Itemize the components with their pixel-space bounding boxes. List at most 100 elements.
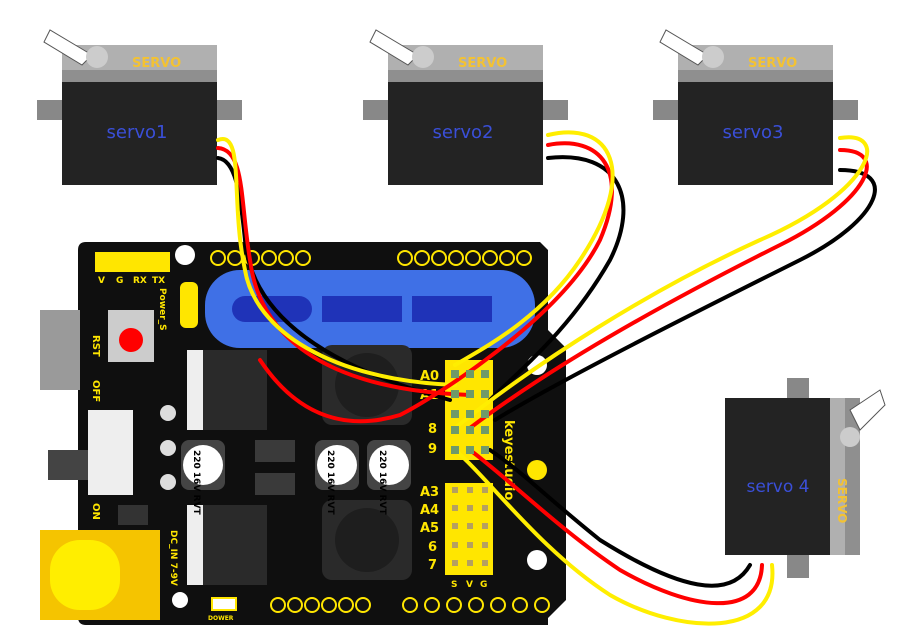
ladybug-logo-icon xyxy=(527,460,547,480)
pin xyxy=(467,542,473,548)
servo2-power-wire xyxy=(258,141,614,424)
pin-label-6: 6 xyxy=(428,540,437,555)
servo2-signal-wire xyxy=(453,130,615,367)
pin xyxy=(466,410,474,418)
header-hole xyxy=(304,597,320,613)
header-hole xyxy=(446,597,462,613)
header-hole xyxy=(278,250,294,266)
label-power-led: DOWER xyxy=(208,615,234,622)
label-tx: TX xyxy=(152,276,165,286)
header-hole xyxy=(261,250,277,266)
servo-brand: SERVO xyxy=(458,56,507,71)
col-label-g: G xyxy=(480,580,487,590)
label-off: OFF xyxy=(90,380,101,402)
pin xyxy=(481,426,489,434)
pin xyxy=(482,487,488,493)
header-hole xyxy=(490,597,506,613)
servo4-power-wire xyxy=(468,448,764,606)
pin xyxy=(482,505,488,511)
pin xyxy=(481,370,489,378)
header-hole xyxy=(270,597,286,613)
pin-label-7: 7 xyxy=(428,558,437,573)
header-hole xyxy=(424,597,440,613)
label-dc-in: DC_IN 7-9V xyxy=(168,530,178,586)
pin xyxy=(451,390,459,398)
header-hole xyxy=(210,250,226,266)
pin xyxy=(467,505,473,511)
servo-4-brand: SERVO xyxy=(835,478,849,523)
pin xyxy=(481,410,489,418)
label-rx: RX xyxy=(133,276,147,286)
servo4-signal-wire xyxy=(453,448,775,626)
pin-label-a5: A5 xyxy=(420,521,439,536)
header-hole xyxy=(227,250,243,266)
pin xyxy=(467,487,473,493)
pin xyxy=(481,390,489,398)
servo3-ground-wire xyxy=(493,168,877,422)
pin xyxy=(466,370,474,378)
pin xyxy=(467,560,473,566)
header-hole xyxy=(431,250,447,266)
power-select-header xyxy=(180,282,198,328)
pin xyxy=(482,523,488,529)
header-hole xyxy=(468,597,484,613)
svg-text:220 16V RVT: 220 16V RVT xyxy=(191,450,201,515)
pin-label-9: 9 xyxy=(428,442,437,457)
header-hole xyxy=(321,597,337,613)
servo-label: servo3 xyxy=(723,122,784,143)
servo3-signal-wire xyxy=(453,135,869,430)
pin xyxy=(451,370,459,378)
label-g: G xyxy=(116,276,123,286)
pin xyxy=(482,542,488,548)
pin xyxy=(451,426,459,434)
servo1-power-wire xyxy=(216,146,472,397)
col-label-v: V xyxy=(466,580,473,590)
pin xyxy=(452,487,458,493)
header-hole xyxy=(534,597,550,613)
servo-horn-icon xyxy=(659,29,709,66)
servo4-ground-wire xyxy=(488,448,752,588)
pin xyxy=(452,505,458,511)
header-hole xyxy=(512,597,528,613)
header-hole xyxy=(295,250,311,266)
header-hole xyxy=(465,250,481,266)
header-hole xyxy=(482,250,498,266)
label-on: ON xyxy=(90,503,101,520)
header-hole xyxy=(516,250,532,266)
servo-4-label: servo 4 xyxy=(747,477,810,497)
pin-label-8: 8 xyxy=(428,422,437,437)
pin xyxy=(451,446,459,454)
servo3-power-wire xyxy=(468,148,869,430)
header-hole xyxy=(414,250,430,266)
expansion-board: 220 16V RVT 220 16V RVT 220 16V RVT xyxy=(40,242,566,625)
header-hole xyxy=(287,597,303,613)
servo-horn-icon xyxy=(369,29,419,66)
servo-label: servo2 xyxy=(433,122,494,143)
pin-label-a0: A0 xyxy=(420,369,439,384)
label-rst: RST xyxy=(90,335,101,357)
pin xyxy=(466,446,474,454)
header-hole xyxy=(448,250,464,266)
col-label-s: S xyxy=(451,580,457,590)
header-hole xyxy=(397,250,413,266)
wires xyxy=(216,130,877,626)
power-switch[interactable] xyxy=(88,410,133,495)
servo1-signal-wire xyxy=(216,137,457,387)
pin xyxy=(467,523,473,529)
servo-2: SERVO servo2 xyxy=(363,29,568,185)
svg-text:220 16V RVT: 220 16V RVT xyxy=(377,450,387,515)
pin xyxy=(466,426,474,434)
servo2-ground-wire xyxy=(488,155,626,402)
pin xyxy=(451,410,459,418)
label-v: V xyxy=(98,276,105,286)
pin xyxy=(466,390,474,398)
pin xyxy=(482,560,488,566)
pin xyxy=(452,542,458,548)
svg-text:220 16V RVT: 220 16V RVT xyxy=(325,450,335,515)
serial-header xyxy=(95,252,170,272)
servo-horn-icon xyxy=(849,389,886,431)
